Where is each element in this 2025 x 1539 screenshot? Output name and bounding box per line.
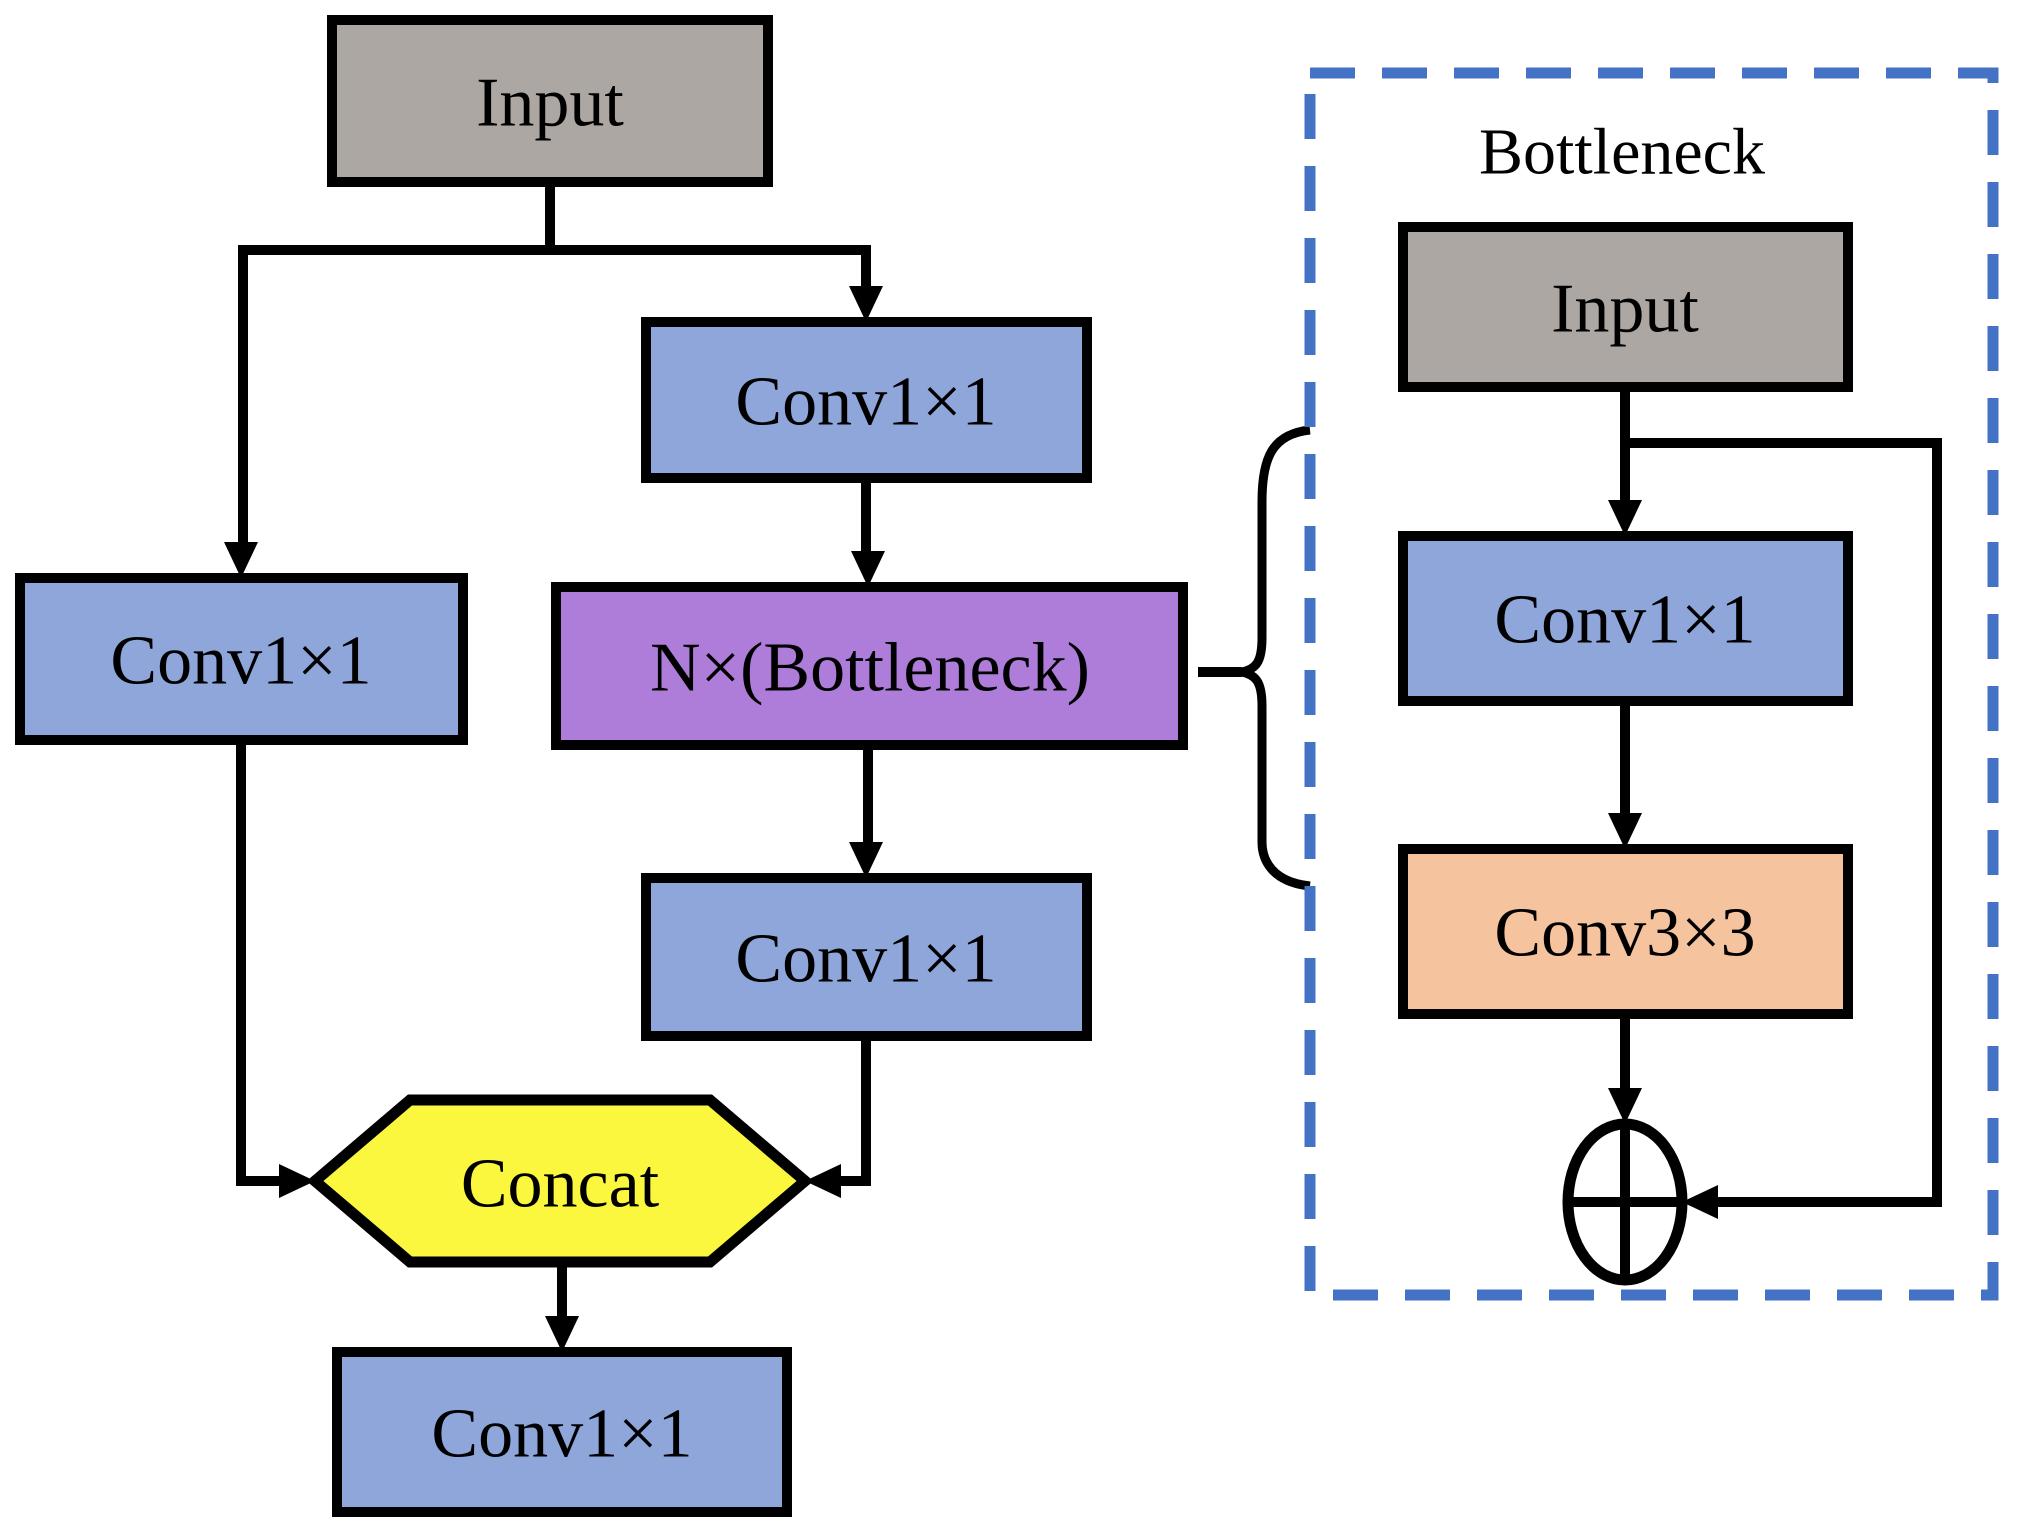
- bottleneck-block-label: N×(Bottleneck): [650, 630, 1090, 707]
- bn-conv3-label: Conv3×3: [1494, 895, 1755, 972]
- connector-midconv-to-concat: [840, 1036, 871, 1186]
- concat-label: Concat: [461, 1146, 660, 1223]
- bottleneck-block-box: [551, 582, 1188, 750]
- input-label: Input: [476, 65, 624, 142]
- arrowhead-into-bn-conv1: [1608, 500, 1642, 536]
- bottleneck-panel-title: Bottleneck: [1479, 116, 1765, 189]
- left-conv-box: [15, 573, 468, 745]
- arrowhead-into-output-conv: [545, 1316, 579, 1352]
- arrowhead-into-mid-conv: [849, 842, 883, 878]
- mid-conv-label: Conv1×1: [735, 921, 996, 998]
- mid-conv-box: [641, 873, 1092, 1041]
- arrowhead-into-concat-right: [805, 1164, 841, 1198]
- arrowhead-into-top-conv: [849, 286, 883, 322]
- left-conv-label: Conv1×1: [110, 623, 371, 700]
- bn-conv1-box: [1398, 531, 1853, 706]
- curly-brace: [1240, 425, 1311, 891]
- connector-input-split: [238, 182, 871, 545]
- bn-conv1-label: Conv1×1: [1494, 582, 1755, 659]
- output-conv-box: [332, 1347, 792, 1517]
- top-conv-box: [641, 317, 1092, 483]
- bn-input-label: Input: [1551, 271, 1699, 348]
- add-node-plus: [1568, 1124, 1683, 1281]
- bottleneck-panel-border: [1304, 67, 1999, 1301]
- connector-bn-input-split: [1620, 387, 1942, 1207]
- arrowhead-into-concat-left: [279, 1164, 315, 1198]
- input-box: [327, 15, 773, 187]
- arrowhead-into-left-conv: [224, 542, 258, 578]
- bn-conv3-box: [1398, 844, 1853, 1019]
- connector-leftconv-to-concat: [236, 740, 284, 1186]
- concat-hexagon: [306, 1094, 814, 1268]
- arrowhead-into-bottleneck-block: [851, 551, 885, 587]
- arrowhead-into-add-top: [1608, 1088, 1642, 1124]
- add-node-icon: [1562, 1118, 1688, 1286]
- arrowhead-into-add-right: [1682, 1185, 1718, 1219]
- output-conv-label: Conv1×1: [431, 1396, 692, 1473]
- top-conv-label: Conv1×1: [735, 364, 996, 441]
- arrowhead-into-bn-conv3: [1608, 813, 1642, 849]
- bn-input-box: [1398, 222, 1853, 392]
